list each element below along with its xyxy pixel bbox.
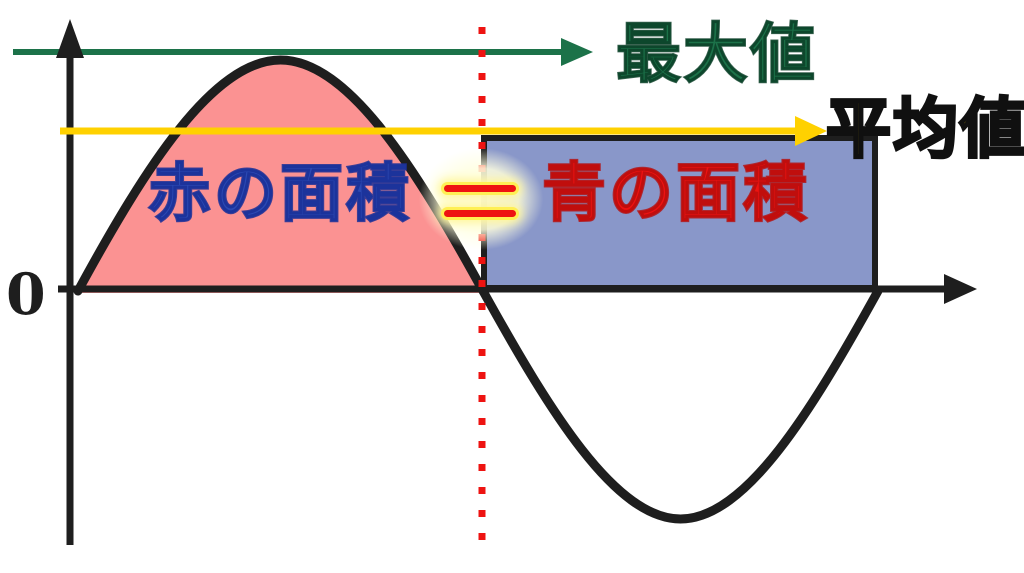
average-value-label: 平均値 bbox=[824, 91, 1024, 167]
equals-top-bar bbox=[441, 182, 519, 195]
sine-negative-half-curve bbox=[478, 286, 883, 524]
y-axis-arrow-icon bbox=[56, 19, 84, 58]
max-value-arrow-icon bbox=[561, 38, 593, 66]
origin-tick-label: 0 bbox=[6, 261, 46, 328]
red-area-label: 赤の面積 bbox=[147, 156, 412, 230]
blue-area-label: 青の面積 bbox=[541, 156, 810, 231]
max-value-label: 最大値 bbox=[615, 16, 818, 92]
equals-icon bbox=[441, 182, 519, 220]
red-area-region bbox=[78, 60, 483, 293]
equals-bottom-bar bbox=[441, 207, 519, 220]
x-axis-arrow-icon bbox=[944, 274, 977, 304]
average-value-arrow-icon bbox=[795, 116, 827, 146]
